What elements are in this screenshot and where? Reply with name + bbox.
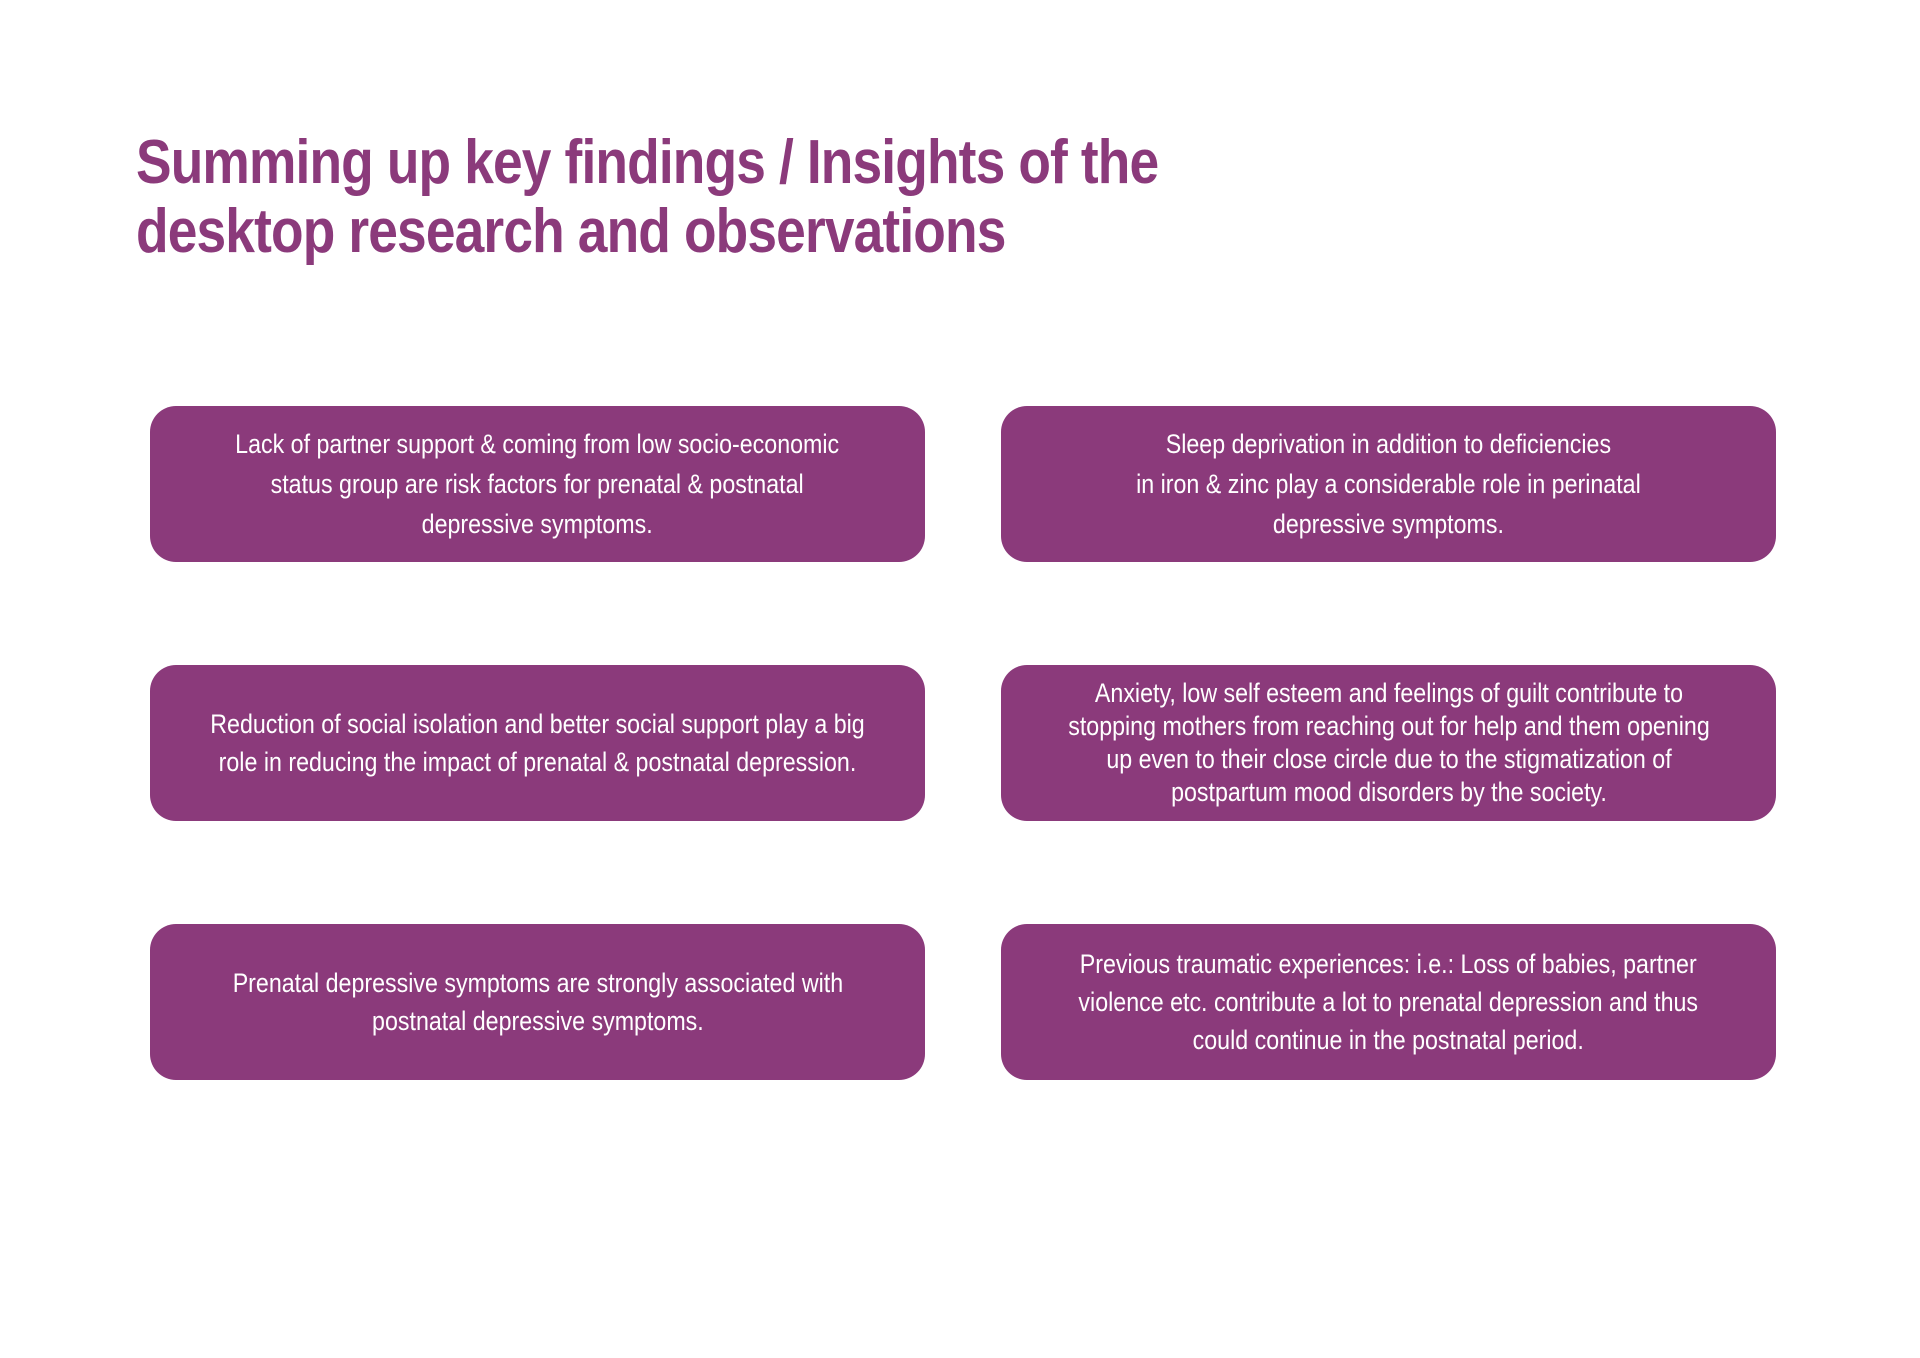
finding-card-partner-support: Lack of partner support & coming from lo… (150, 406, 925, 562)
page-title-line-1: Summing up key findings / Insights of th… (136, 128, 1159, 197)
finding-text-line: status group are risk factors for prenat… (270, 469, 805, 499)
finding-text: Previous traumatic experiences: i.e.: Lo… (1079, 945, 1699, 1059)
finding-text: Anxiety, low self esteem and feelings of… (1068, 677, 1710, 809)
finding-card-prenatal-association: Prenatal depressive symptoms are strongl… (150, 924, 925, 1080)
finding-text: Reduction of social isolation and better… (210, 705, 864, 781)
finding-card-anxiety-guilt: Anxiety, low self esteem and feelings of… (1001, 665, 1776, 821)
finding-text-line: violence etc. contribute a lot to prenat… (1078, 987, 1699, 1017)
finding-text-line: in iron & zinc play a considerable role … (1136, 469, 1641, 499)
finding-card-social-isolation: Reduction of social isolation and better… (150, 665, 925, 821)
finding-text-line: Reduction of social isolation and better… (210, 709, 865, 739)
finding-text-line: Sleep deprivation in addition to deficie… (1165, 429, 1612, 459)
page-title: Summing up key findings / Insights of th… (136, 128, 1254, 266)
finding-text-line: stopping mothers from reaching out for h… (1067, 711, 1710, 741)
finding-text-line: Previous traumatic experiences: i.e.: Lo… (1080, 949, 1697, 979)
finding-text-line: depressive symptoms. (422, 509, 653, 539)
finding-text-line: postnatal depressive symptoms. (371, 1006, 704, 1036)
finding-text-line: depressive symptoms. (1272, 509, 1504, 539)
finding-text: Sleep deprivation in addition to deficie… (1136, 424, 1641, 544)
finding-card-traumatic-experiences: Previous traumatic experiences: i.e.: Lo… (1001, 924, 1776, 1080)
finding-text-line: could continue in the postnatal period. (1192, 1025, 1585, 1055)
finding-text-line: Lack of partner support & coming from lo… (235, 429, 840, 459)
finding-text-line: Anxiety, low self esteem and feelings of… (1094, 678, 1683, 708)
finding-text-line: Prenatal depressive symptoms are strongl… (232, 968, 843, 998)
page-title-line-2: desktop research and observations (136, 197, 1006, 266)
finding-text-line: role in reducing the impact of prenatal … (218, 747, 857, 777)
finding-text-line: postpartum mood disorders by the society… (1170, 777, 1607, 807)
finding-card-sleep-deprivation: Sleep deprivation in addition to deficie… (1001, 406, 1776, 562)
finding-text: Prenatal depressive symptoms are strongl… (232, 964, 842, 1040)
finding-text: Lack of partner support & coming from lo… (236, 424, 840, 544)
finding-text-line: up even to their close circle due to the… (1105, 744, 1672, 774)
